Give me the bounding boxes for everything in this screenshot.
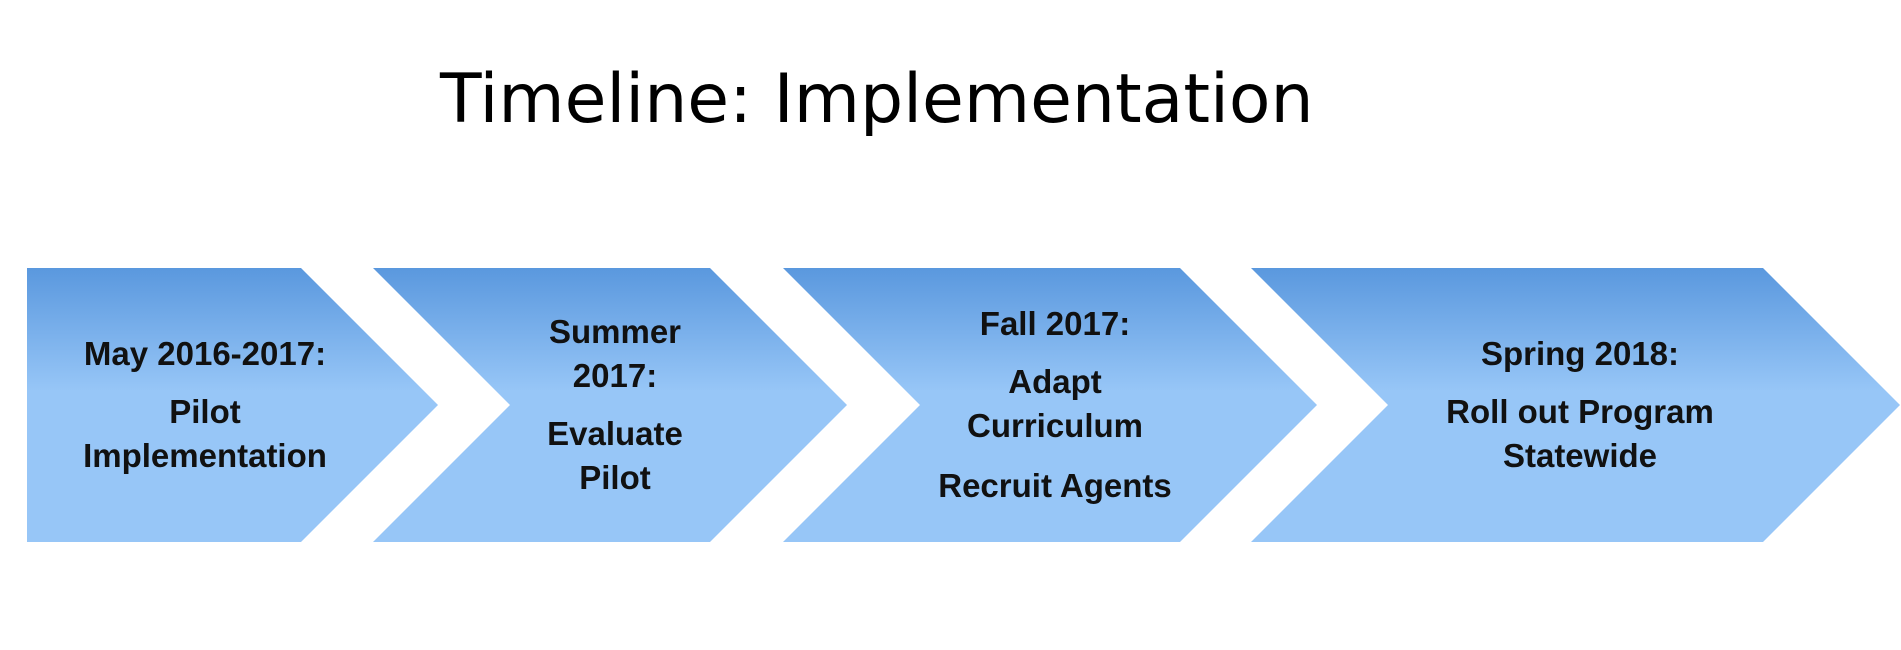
step-body-line: Statewide xyxy=(1502,437,1658,474)
timeline-step-3-heading: Fall 2017: xyxy=(980,302,1130,346)
step-body-line: Recruit Agents xyxy=(938,467,1172,504)
step-body-line: Curriculum xyxy=(966,407,1144,444)
timeline-step-2-heading: Summer 2017: xyxy=(549,310,681,398)
slide-title: Timeline: Implementation xyxy=(440,60,1314,139)
timeline-step-4-body: Roll out Program Statewide xyxy=(1446,390,1714,478)
timeline-step-1-heading: May 2016-2017: xyxy=(84,332,326,376)
step-body-line: Roll out Program xyxy=(1446,393,1714,430)
timeline-step-2-arrow xyxy=(373,268,847,542)
timeline-step-4-heading: Spring 2018: xyxy=(1481,332,1679,376)
timeline-step-2-text: Summer 2017: Evaluate Pilot xyxy=(470,268,760,542)
step-heading-line: 2017: xyxy=(572,357,658,394)
timeline-step-3-body: Adapt Curriculum xyxy=(967,360,1143,448)
timeline-step-1-text: May 2016-2017: Pilot Implementation xyxy=(40,268,370,542)
step-heading-line: May 2016-2017: xyxy=(83,335,327,372)
step-body-line: Implementation xyxy=(83,437,327,474)
timeline-step-4-arrow xyxy=(1251,268,1900,542)
step-heading-line: Spring 2018: xyxy=(1480,335,1680,372)
timeline-step-3-arrow xyxy=(783,268,1317,542)
step-heading-line: Fall 2017: xyxy=(979,305,1131,342)
timeline-step-4-text: Spring 2018: Roll out Program Statewide xyxy=(1400,268,1760,542)
step-body-line: Pilot xyxy=(579,459,651,496)
step-body-line: Evaluate xyxy=(547,415,683,452)
step-heading-line: Summer xyxy=(548,313,682,350)
step-body-line: Pilot xyxy=(169,393,241,430)
timeline-step-2-body: Evaluate Pilot xyxy=(547,412,683,500)
timeline-step-1-body: Pilot Implementation xyxy=(83,390,327,478)
timeline-step-3-text: Fall 2017: Adapt Curriculum Recruit Agen… xyxy=(900,268,1210,542)
step-body-line: Adapt xyxy=(1008,363,1102,400)
timeline-step-3-body-extra: Recruit Agents xyxy=(938,464,1171,508)
timeline-step-1-arrow xyxy=(27,268,438,542)
